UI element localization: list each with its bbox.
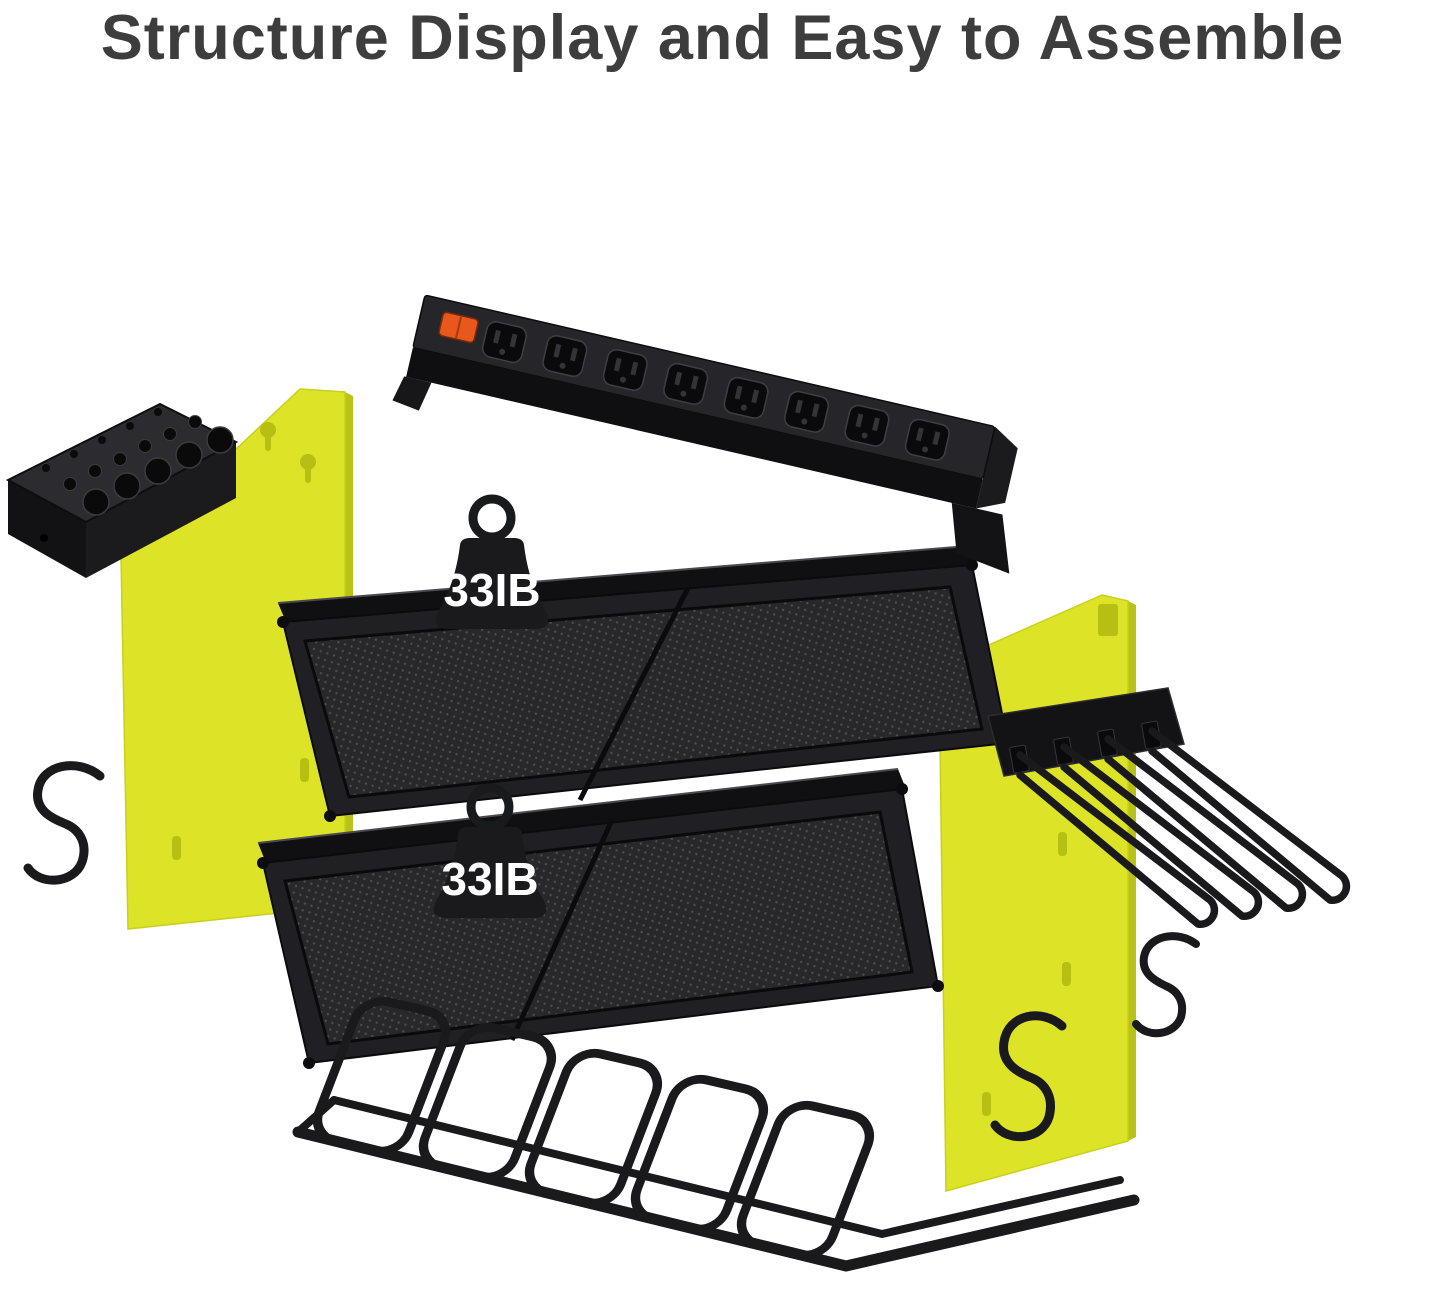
outlet-icon xyxy=(844,404,890,447)
power-outlets xyxy=(481,321,950,461)
s-hook-right-upper xyxy=(1132,932,1200,1038)
upper-mesh-shelf xyxy=(277,545,1014,822)
weight-body-icon xyxy=(435,538,549,629)
s-hook-left xyxy=(23,761,105,885)
hook-prong xyxy=(1060,743,1263,920)
hook-prong xyxy=(1016,751,1219,928)
drill-holder-rack xyxy=(292,996,1140,1272)
drill-loop xyxy=(418,1022,557,1182)
outlet-icon xyxy=(602,348,648,391)
drill-loop xyxy=(630,1074,769,1234)
power-strip-right-bracket xyxy=(951,502,1010,574)
weight-badge-upper: 33IB xyxy=(435,494,549,629)
upper-weight-label: 33IB xyxy=(443,564,540,616)
drill-loop xyxy=(736,1100,875,1260)
drill-loop xyxy=(312,996,451,1156)
bit-holes-large xyxy=(82,426,234,516)
outlet-icon xyxy=(663,362,709,405)
outlet-icon xyxy=(542,335,588,378)
weight-body-icon xyxy=(433,827,547,918)
drill-bit-holder xyxy=(5,402,239,578)
upper-shelf-mesh xyxy=(303,585,984,799)
weight-handle-icon xyxy=(468,494,516,542)
lower-mesh-shelf xyxy=(257,768,944,1069)
hook-rail xyxy=(987,687,1185,777)
outlet-icon xyxy=(723,376,769,419)
power-strip-left-bracket xyxy=(392,376,432,411)
weight-handle-icon xyxy=(466,783,514,831)
power-strip-front xyxy=(406,347,983,509)
hook-prong xyxy=(1104,735,1307,912)
power-strip xyxy=(392,294,1018,574)
outlet-icon xyxy=(904,418,950,461)
lower-shelf-mesh xyxy=(283,810,914,1046)
lower-weight-label: 33IB xyxy=(441,853,538,905)
hook-prong xyxy=(1148,727,1351,904)
page-title: Structure Display and Easy to Assemble xyxy=(100,3,1345,73)
tool-hook-rack xyxy=(987,687,1351,928)
weight-badge-lower: 33IB xyxy=(433,783,547,918)
bit-holes-small xyxy=(42,408,162,472)
bit-holes-medium xyxy=(63,415,202,491)
outlet-icon xyxy=(481,321,527,364)
outlet-icon xyxy=(784,390,829,433)
left-panel-keyhole-slots xyxy=(172,422,316,860)
s-hook-right-lower xyxy=(990,1011,1067,1142)
drill-loop xyxy=(524,1048,663,1208)
